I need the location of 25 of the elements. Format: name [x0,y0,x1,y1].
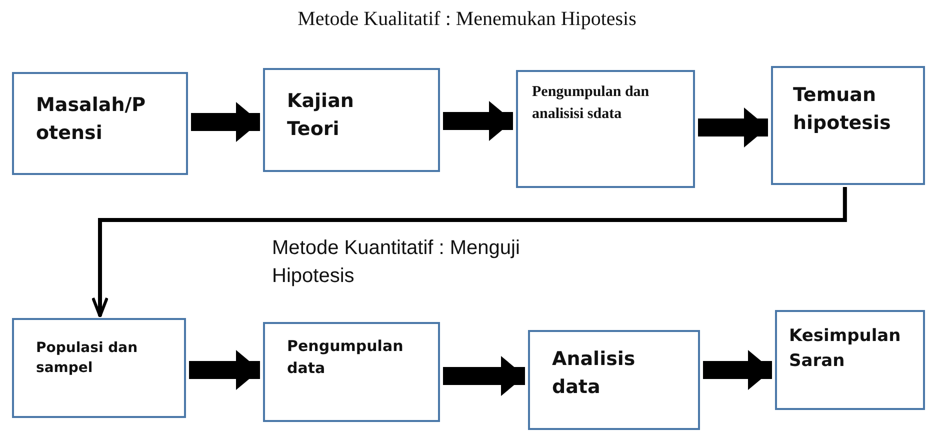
block-arrow [191,102,260,142]
process-box [775,310,925,410]
box-label: Kajian Teori [287,89,355,142]
process-box [516,70,695,188]
process-box [12,72,188,175]
process-box [771,66,925,185]
block-arrow [703,350,772,390]
section-heading: Metode Kuantitatif : Menguji Hipotesis [272,236,521,289]
box-label: Analisis data [552,347,636,400]
box-label: Pengumpulan dan analisisi sdata [532,83,650,124]
box-label: Temuan hipotesis [793,83,892,136]
process-box [528,330,700,430]
block-arrow [189,350,260,390]
diagram-title: Metode Kualitatif : Menemukan Hipotesis [296,8,638,31]
process-box [12,318,186,418]
block-arrow [698,108,768,148]
box-label: Populasi dan sampel [36,339,139,378]
elbow-arrow [92,187,847,318]
process-box [263,68,440,172]
box-label: Pengumpulan data [287,336,404,379]
box-label: Masalah/P otensi [36,93,147,146]
block-arrow [443,356,525,396]
box-label: Kesimpulan Saran [789,325,902,373]
process-box [263,322,440,422]
block-arrow [443,101,513,141]
